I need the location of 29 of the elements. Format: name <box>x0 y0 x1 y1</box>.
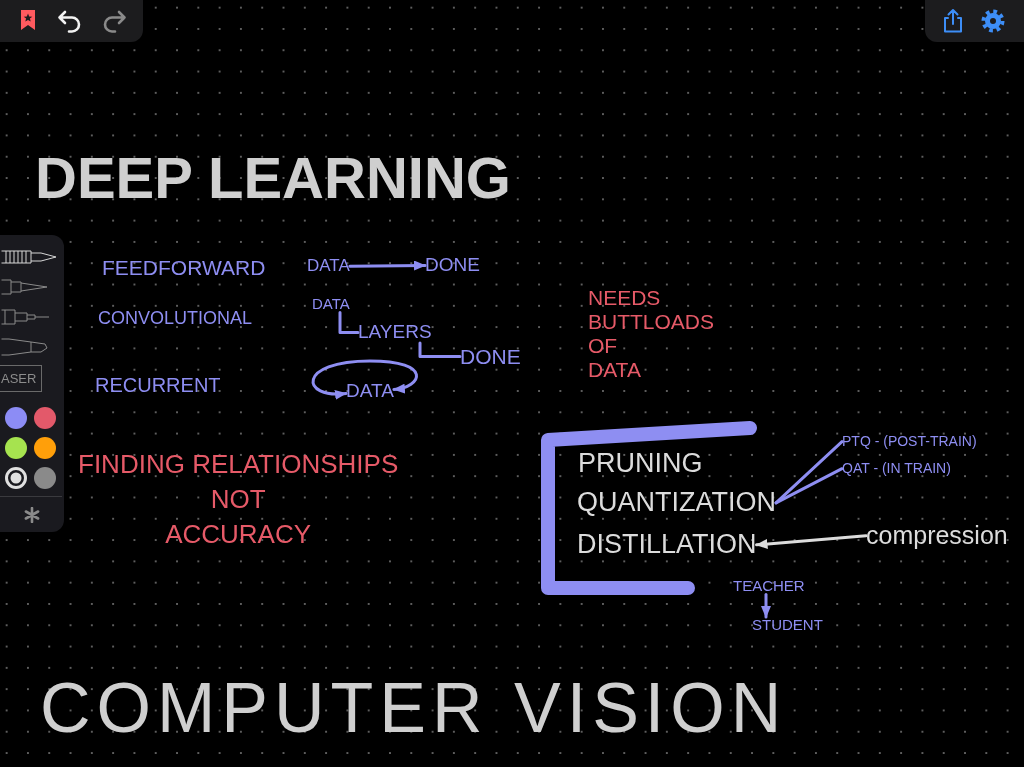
handwritten-word: TEACHER <box>733 578 805 595</box>
handwritten-word: DATA <box>307 257 350 276</box>
handwritten-word: compression <box>866 522 1008 550</box>
handwritten-word: DATA <box>312 296 350 313</box>
handwritten-word: DONE <box>425 255 480 276</box>
eraser-tool: ASER <box>0 365 42 392</box>
loop-arrow <box>311 359 418 400</box>
handwritten-note: FINDING RELATIONSHIPS NOT ACCURACY <box>78 448 399 552</box>
arrow <box>348 260 427 271</box>
handwritten-word: QAT - (IN TRAIN) <box>842 461 951 477</box>
handwritten-label: RECURRENT <box>95 374 221 396</box>
connector-line <box>338 311 360 334</box>
heading: COMPUTER VISION <box>40 670 788 747</box>
handwritten-word: DISTILLATION <box>577 530 757 560</box>
handwritten-word: STUDENT <box>752 617 823 634</box>
handwritten-label: PRUNING <box>578 449 703 479</box>
arrow <box>755 534 868 549</box>
connector-line <box>418 341 462 359</box>
handwritten-word: QUANTIZATION <box>577 488 776 518</box>
connector-line <box>774 467 844 505</box>
handwritten-word: PTQ - (POST-TRAIN) <box>842 434 977 450</box>
handwritten-note: NEEDS BUTTLOADS OF DATA <box>588 286 715 383</box>
handwritten-word: DONE <box>460 345 521 369</box>
heading: DEEP LEARNING <box>35 146 511 210</box>
handwritten-word: LAYERS <box>358 322 432 343</box>
handwritten-word: DATA <box>346 381 394 402</box>
arrow <box>761 593 771 619</box>
handwritten-label: FEEDFORWARD <box>102 256 266 280</box>
handwritten-label: CONVOLUTIONAL <box>98 309 253 329</box>
